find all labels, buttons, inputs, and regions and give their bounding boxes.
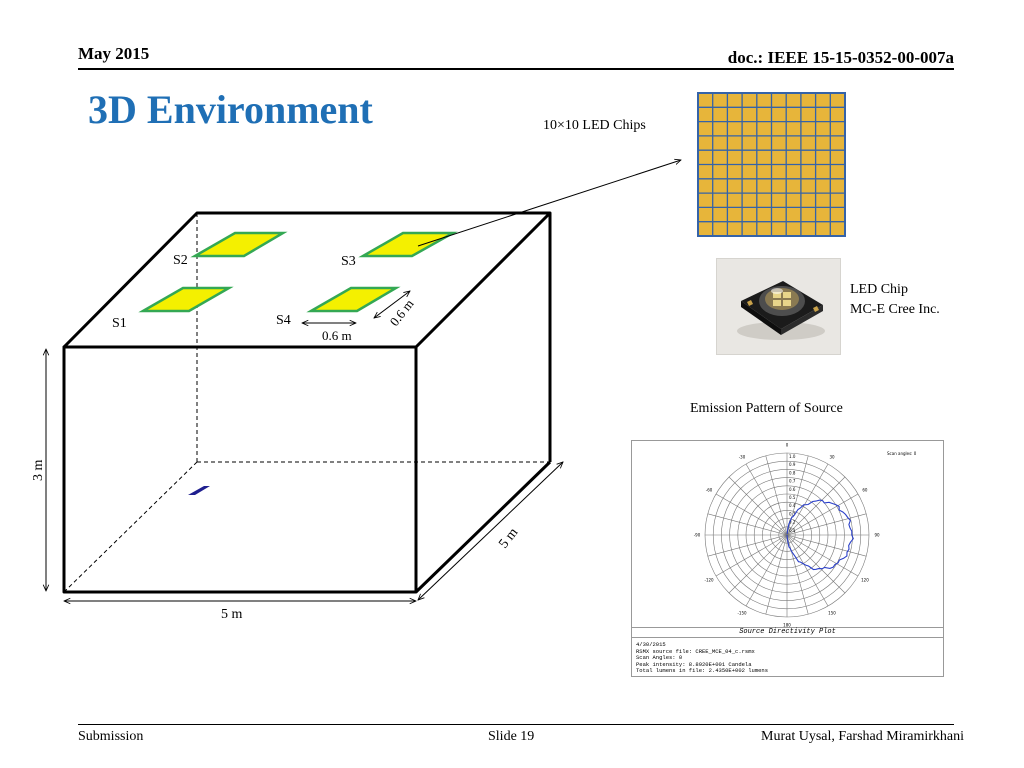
polar-radial-label: 0.7 — [789, 479, 796, 484]
footer-slide-number: Slide 19 — [488, 729, 535, 744]
polar-radial-label: 0.4 — [789, 503, 796, 508]
room-width-label: 5 m — [221, 607, 243, 622]
header-date: May 2015 — [78, 44, 150, 63]
polar-chart: 0 30 60 90 120 150 180 -150 -120 -90 -60 -30 1.0 0.9… — [694, 443, 917, 628]
plot-caption: Source Directivity Plot — [739, 628, 836, 636]
plot-info-line: Peak intensity: 8.8920E+001 Candela — [636, 660, 752, 668]
polar-radial-label: 0.6 — [789, 487, 796, 492]
plot-legend-text: Scan angles: 0 — [887, 451, 917, 456]
source-label-s2: S2 — [173, 253, 188, 268]
polar-radial-label: 1.0 — [789, 454, 796, 459]
polar-radial-label: 0.5 — [789, 495, 796, 500]
polar-radial-label: 0.8 — [789, 470, 796, 475]
source-label-s3: S3 — [341, 254, 356, 269]
footer-authors: Murat Uysal, Farshad Miramirkhani — [761, 729, 964, 744]
footer-rule — [78, 724, 954, 725]
footer-submission: Submission — [78, 729, 144, 744]
source-label-s4: S4 — [276, 313, 291, 328]
led-array-label: 10×10 LED Chips — [543, 118, 646, 133]
polar-angle-label: -30 — [739, 455, 746, 460]
polar-radial-label: 0.2 — [789, 520, 796, 525]
led-chip-label-line2: MC-E Cree Inc. — [850, 302, 940, 317]
source-depth-arrow — [374, 291, 410, 318]
room-depth-label: 5 m — [496, 525, 521, 551]
dimension-arrows — [46, 160, 681, 601]
emission-title: Emission Pattern of Source — [690, 401, 843, 416]
plot-info-line: Scan Angles: 0 — [636, 654, 683, 661]
polar-radial-label: 0.3 — [789, 511, 796, 516]
directivity-plot: 0 30 60 90 120 150 180 -150 -120 -90 -60 -30 1.0 0.9… — [631, 440, 944, 677]
source-width-label: 0.6 m — [322, 328, 352, 343]
source-s2-panel — [190, 231, 288, 258]
plot-caption-rule-bottom — [632, 637, 943, 638]
led-chip-photo — [716, 258, 841, 355]
polar-angle-label: 60 — [862, 488, 868, 493]
receiver-marker — [188, 486, 210, 495]
source-s4-panel — [306, 286, 401, 313]
source-s1-panel — [138, 286, 234, 313]
slide-title: 3D Environment — [88, 87, 373, 132]
plot-caption-rule-top — [632, 627, 943, 628]
polar-angle-label: 150 — [828, 610, 836, 615]
polar-radial-labels: 1.0 0.9 0.8 0.7 0.6 0.5 0.4 0.3 0.2 0.1 — [789, 454, 796, 533]
source-label-s1: S1 — [112, 316, 127, 331]
source-depth-label: 0.6 m — [387, 296, 417, 329]
polar-angle-label: 30 — [829, 455, 835, 460]
polar-angle-label: -90 — [694, 533, 701, 538]
header-rule — [78, 68, 954, 70]
emission-curve — [786, 499, 854, 571]
polar-radial-label: 0.9 — [789, 462, 796, 467]
polar-angle-label: -150 — [737, 610, 747, 615]
plot-info-line: 4/30/2015 — [636, 641, 666, 648]
plot-info-line: Total lumens in file: 2.4350E+002 lumens — [636, 667, 769, 674]
polar-angle-labels: 0 30 60 90 120 150 180 -150 -120 -90 -60 -30 — [694, 443, 880, 628]
led-chip-illustration — [737, 281, 825, 340]
room-height-label: 3 m — [31, 460, 46, 482]
polar-angle-label: -60 — [706, 488, 713, 493]
polar-angle-label: 180 — [783, 623, 791, 628]
polar-angle-label: -120 — [705, 578, 715, 583]
led-callout-arrow — [417, 160, 681, 247]
polar-angle-label: 90 — [874, 533, 880, 538]
plot-info-block: 4/30/2015 RSMX source file: CREE_MCE_04_… — [636, 641, 769, 675]
polar-radial-label: 0.1 — [789, 528, 796, 533]
polar-angle-label: 120 — [861, 578, 869, 583]
led-chip-label-line1: LED Chip — [850, 282, 908, 297]
source-s3-panel — [358, 231, 458, 258]
depth-dimension-arrow — [418, 462, 563, 600]
room-edges — [62, 211, 552, 594]
plot-info-line: RSMX source file: CREE_MCE_04_c.rsmx — [636, 647, 755, 655]
polar-angle-label: 0 — [786, 443, 789, 448]
room-hidden-edges — [63, 213, 550, 593]
led-array-grid — [697, 92, 846, 237]
header-doc-id: doc.: IEEE 15-15-0352-00-007a — [727, 48, 954, 67]
